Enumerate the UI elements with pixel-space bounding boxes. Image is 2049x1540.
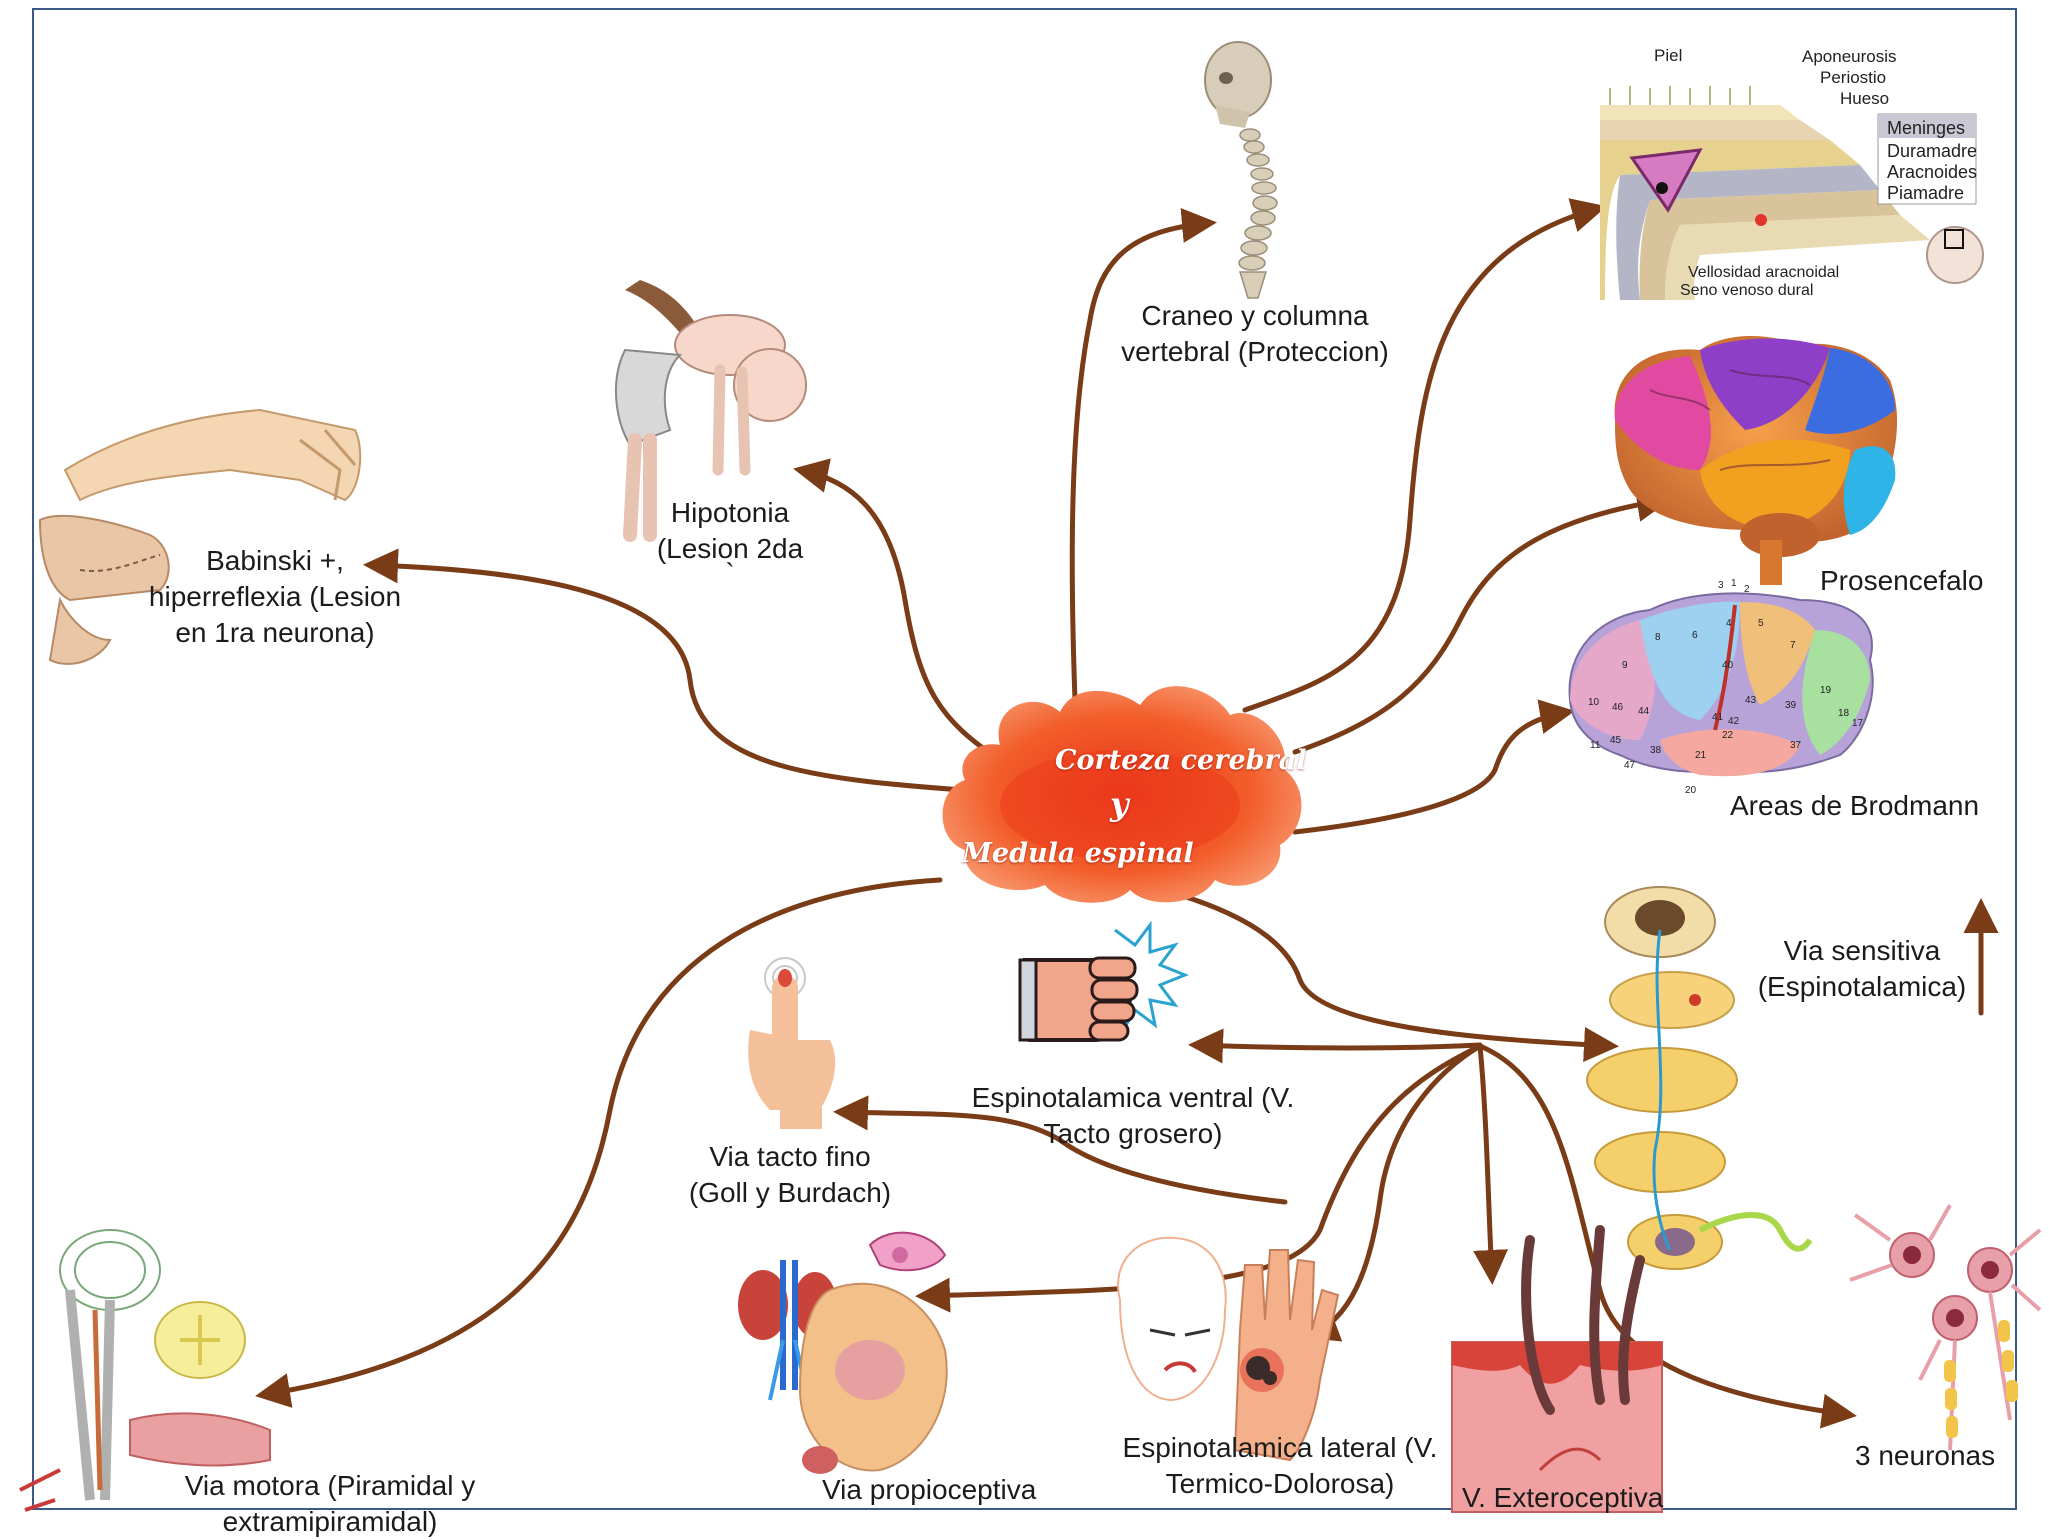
node-espino-ventral: Espinotalamica ventral (V. Tacto grosero… xyxy=(958,1080,1308,1152)
node-via-sensitiva-line1: Via sensitiva xyxy=(1752,933,1972,969)
brodmann-number-21: 21 xyxy=(1695,750,1706,761)
node-prosencefalo: Prosencefalo xyxy=(1820,563,1983,599)
node-neuronas: 3 neuronas xyxy=(1855,1438,1995,1474)
arrow-sensitiva-main xyxy=(1180,895,1612,1046)
node-tacto-fino: Via tacto fino (Goll y Burdach) xyxy=(670,1139,910,1211)
meninges-legend-duramadre: Duramadre xyxy=(1887,141,1977,162)
brodmann-number-40: 40 xyxy=(1722,660,1733,671)
proprioceptive-organs-illustration xyxy=(738,1233,947,1474)
meninges-label-piel: Piel xyxy=(1654,46,1682,66)
brodmann-number-6: 6 xyxy=(1692,630,1698,641)
node-hipotonia-line3: ` xyxy=(640,567,820,581)
coarse-touch-fist-illustration xyxy=(1020,925,1185,1040)
brodmann-number-39: 39 xyxy=(1785,700,1796,711)
node-babinski: Babinski +, hiperreflexia (Lesion en 1ra… xyxy=(140,543,410,651)
arrow-exteroceptiva xyxy=(1480,1046,1492,1278)
brodmann-number-20: 20 xyxy=(1685,785,1696,796)
node-tacto-fino-line2: (Goll y Burdach) xyxy=(670,1175,910,1211)
meninges-label-aponeurosis: Aponeurosis xyxy=(1802,47,1897,67)
node-exteroceptiva: V. Exteroceptiva xyxy=(1462,1480,1663,1516)
node-craneo: Craneo y columna vertebral (Proteccion) xyxy=(1105,298,1405,370)
brodmann-number-4: 4 xyxy=(1726,618,1732,629)
arrow-espino-ventral xyxy=(1195,1045,1480,1048)
brodmann-number-7: 7 xyxy=(1790,640,1796,651)
brodmann-number-37: 37 xyxy=(1790,740,1801,751)
brodmann-number-17: 17 xyxy=(1852,718,1863,729)
brodmann-number-19: 19 xyxy=(1820,685,1831,696)
node-espino-ventral-line1: Espinotalamica ventral (V. xyxy=(958,1080,1308,1116)
arrow-hipotonia xyxy=(800,470,1000,760)
brodmann-number-44: 44 xyxy=(1638,706,1649,717)
node-propioceptiva: Via propioceptiva xyxy=(822,1472,1036,1508)
node-espino-lateral-line2: Termico-Dolorosa) xyxy=(1110,1466,1450,1502)
brodmann-number-46: 46 xyxy=(1612,702,1623,713)
node-espino-lateral-line1: Espinotalamica lateral (V. xyxy=(1110,1430,1450,1466)
node-craneo-line2: vertebral (Proteccion) xyxy=(1105,334,1405,370)
meninges-legend-piamadre: Piamadre xyxy=(1887,183,1964,204)
node-brodmann: Areas de Brodmann xyxy=(1730,788,1979,824)
node-espino-ventral-line2: Tacto grosero) xyxy=(958,1116,1308,1152)
brodmann-number-41: 41 xyxy=(1712,712,1723,723)
thermal-pain-illustration xyxy=(1118,1238,1338,1460)
brodmann-number-45: 45 xyxy=(1610,735,1621,746)
forebrain-illustration xyxy=(1615,336,1897,585)
arrow-meninges xyxy=(1245,208,1600,710)
center-title-line2: y xyxy=(1110,785,1129,823)
node-via-motora: Via motora (Piramidal y extramipiramidal… xyxy=(170,1468,490,1540)
fine-touch-finger-illustration xyxy=(748,958,835,1129)
exteroceptive-skin-illustration xyxy=(1452,1230,1662,1512)
brodmann-number-9: 9 xyxy=(1622,660,1628,671)
meninges-label-seno: Seno venoso dural xyxy=(1680,282,1813,300)
brodmann-number-8: 8 xyxy=(1655,632,1661,643)
node-babinski-line2: hiperreflexia (Lesion xyxy=(140,579,410,615)
brodmann-number-1: 1 xyxy=(1731,578,1737,589)
brodmann-number-47: 47 xyxy=(1624,760,1635,771)
node-hipotonia: Hipotonia (Lesion 2da ` xyxy=(640,495,820,581)
brodmann-number-10: 10 xyxy=(1588,697,1599,708)
node-espino-lateral: Espinotalamica lateral (V. Termico-Dolor… xyxy=(1110,1430,1450,1502)
meninges-label-hueso: Hueso xyxy=(1840,89,1889,109)
node-babinski-line3: en 1ra neurona) xyxy=(140,615,410,651)
meninges-legend-aracnoides: Aracnoides xyxy=(1887,162,1977,183)
center-title-line3: Medula espinal xyxy=(962,838,1194,869)
meninges-legend-title: Meninges xyxy=(1887,118,1965,139)
brodmann-number-3: 3 xyxy=(1718,580,1724,591)
node-babinski-line1: Babinski +, xyxy=(140,543,410,579)
node-via-sensitiva: Via sensitiva (Espinotalamica) xyxy=(1752,933,1972,1005)
arrow-craneo xyxy=(1072,223,1210,700)
brodmann-number-43: 43 xyxy=(1745,695,1756,706)
arrow-brodmann xyxy=(1295,712,1568,832)
node-via-sensitiva-line2: (Espinotalamica) xyxy=(1752,969,1972,1005)
center-title-line1: Corteza cerebral xyxy=(1055,745,1306,776)
node-tacto-fino-line1: Via tacto fino xyxy=(670,1139,910,1175)
brodmann-number-2: 2 xyxy=(1744,584,1750,595)
node-craneo-line1: Craneo y columna xyxy=(1105,298,1405,334)
brodmann-number-5: 5 xyxy=(1758,618,1764,629)
brodmann-number-38: 38 xyxy=(1650,745,1661,756)
brodmann-number-42: 42 xyxy=(1728,716,1739,727)
brodmann-number-18: 18 xyxy=(1838,708,1849,719)
meninges-label-periostio: Periostio xyxy=(1820,68,1886,88)
node-via-motora-line1: Via motora (Piramidal y xyxy=(170,1468,490,1504)
three-neurons-illustration xyxy=(1850,1205,2040,1450)
arrow-babinski xyxy=(370,565,990,792)
meninges-label-vellosidad: Vellosidad aracnoidal xyxy=(1688,264,1839,282)
spine-skull-illustration xyxy=(1205,42,1277,298)
node-hipotonia-line1: Hipotonia xyxy=(640,495,820,531)
brodmann-number-22: 22 xyxy=(1722,730,1733,741)
brodmann-number-11: 11 xyxy=(1590,740,1600,751)
